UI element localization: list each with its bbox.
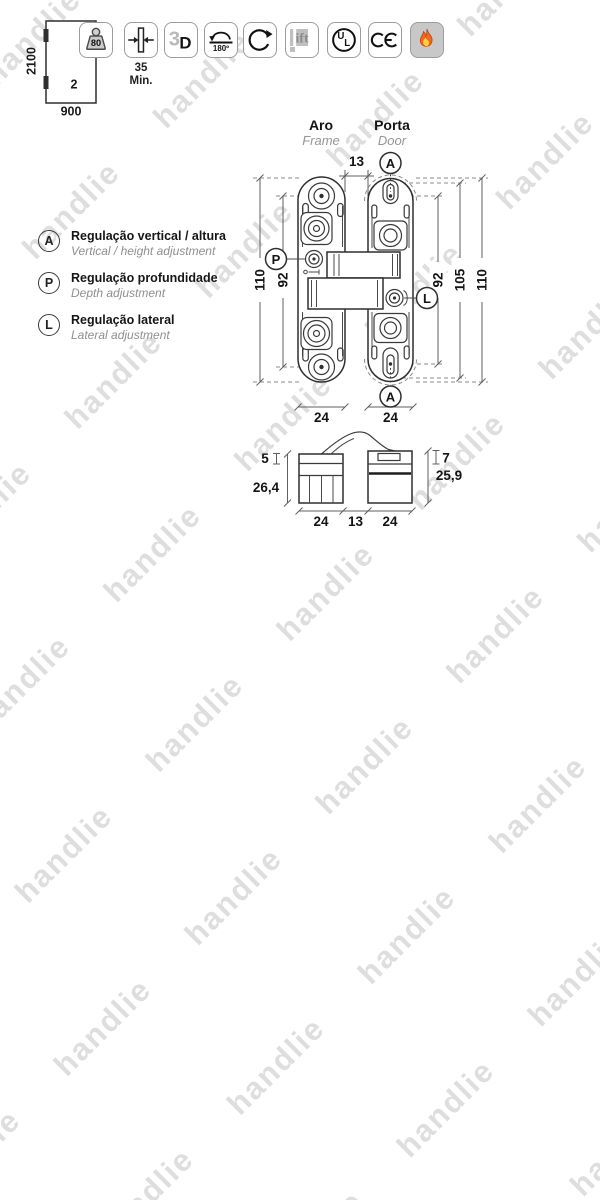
callout-depth: P: [264, 247, 305, 271]
d-glyph: D: [179, 33, 191, 52]
dim-section-left-height: 26,4: [253, 450, 292, 507]
dim-section-wright-label: 24: [382, 514, 398, 529]
legend-item-depth: P Regulação profundidade Depth adjustmen…: [38, 271, 226, 301]
callout-p: P: [272, 252, 281, 267]
linkage-drawing: [307, 251, 401, 310]
icon-box-ul: U L: [327, 22, 361, 58]
dim-frame-screw-spacing: 92: [274, 192, 312, 371]
cross-section-drawing: 5 26,4 7 25,9 24 13 24: [253, 431, 462, 529]
icon-box-fire: [410, 22, 444, 58]
callout-a-top: A: [386, 156, 396, 171]
min-thickness-icon: [128, 27, 154, 53]
dim-top-gap: 13: [339, 154, 374, 196]
dim-frame-screws-label: 92: [276, 272, 291, 287]
icon-box-ce: [368, 22, 402, 58]
adjustment-legend: A Regulação vertical / altura Vertical /…: [38, 229, 226, 355]
callout-l: L: [423, 291, 431, 306]
callout-lateral: L: [404, 286, 439, 310]
opening-angle-label: 180º: [213, 44, 229, 53]
technical-drawing: 2 2100 900 Aro Frame Porta Door 110 92 9…: [24, 20, 491, 529]
dim-door-range-label: 105: [453, 268, 468, 291]
badge-p: P: [38, 272, 60, 294]
ul-u-glyph: U: [337, 31, 344, 42]
legend-item-lateral: L Regulação lateral Lateral adjustment: [38, 313, 226, 343]
legend-depth-en: Depth adjustment: [71, 286, 166, 300]
dim-door-length: 110: [416, 174, 491, 386]
door-hinge-count: 2: [71, 77, 78, 91]
frame-title-en: Frame: [302, 133, 340, 148]
3d-adjustment-icon: 3 D: [169, 29, 192, 53]
ul-l-glyph: L: [344, 38, 350, 49]
min-thickness-caption: 35 Min.: [121, 62, 161, 88]
column-titles: Aro Frame Porta Door: [302, 117, 410, 148]
depth-indicator: [303, 269, 320, 275]
dim-frame-width: 24: [294, 403, 349, 425]
hinge-mark-icon: [43, 29, 49, 42]
callout-a-bottom: A: [386, 390, 396, 405]
door-width-label: 900: [61, 104, 82, 118]
badge-a: A: [38, 230, 60, 252]
door-title-pt: Porta: [374, 117, 410, 133]
opening-180-icon: 180º: [209, 31, 233, 53]
dim-frame-length: 110: [251, 174, 300, 386]
dim-frame-length-label: 110: [253, 269, 268, 291]
legend-lateral-en: Lateral adjustment: [71, 328, 170, 342]
dim-frame-width-label: 24: [314, 410, 330, 425]
icon-box-3d: 3 D: [164, 22, 198, 58]
dim-door-width-label: 24: [383, 410, 399, 425]
ul-cert-icon: U L: [332, 28, 356, 52]
dim-left-flange-label: 5: [261, 451, 269, 466]
dim-section-left-flange: 5: [261, 451, 280, 466]
dim-section-gap-label: 13: [348, 514, 364, 529]
rotation-icon: [248, 29, 273, 51]
callout-vertical-top: A: [379, 151, 402, 192]
icon-box-weight: 80: [79, 22, 113, 58]
dim-door-width: 24: [364, 403, 417, 425]
dim-right-height-label: 25,9: [436, 468, 462, 483]
dim-door-range: 105: [402, 179, 469, 382]
icon-box-reversible: [243, 22, 277, 58]
three-glyph: 3: [169, 29, 180, 51]
dim-right-flange-label: 7: [442, 451, 450, 466]
icon-box-min-thickness: [124, 22, 158, 58]
min-thickness-unit: Min.: [129, 75, 153, 88]
legend-depth-pt: Regulação profundidade: [71, 271, 218, 285]
door-plate-details: [373, 179, 408, 379]
legend-vertical-pt: Regulação vertical / altura: [71, 229, 226, 243]
icon-box-ift: ift: [285, 22, 319, 58]
door-title-en: Door: [378, 133, 407, 148]
door-height-label: 2100: [24, 47, 38, 75]
icon-box-180: 180º: [204, 22, 238, 58]
frame-plate-details: [300, 182, 336, 381]
ift-label: ift: [295, 32, 309, 47]
dim-section-wleft-label: 24: [313, 514, 329, 529]
legend-vertical-en: Vertical / height adjustment: [71, 244, 216, 258]
min-thickness-value: 35: [134, 62, 148, 74]
dim-section-right-height: 25,9: [424, 447, 462, 507]
frame-title-pt: Aro: [309, 117, 333, 133]
ift-cert-icon: ift: [290, 29, 309, 52]
dim-top-gap-label: 13: [349, 154, 365, 169]
dim-section-widths: 24 13 24: [295, 507, 416, 529]
ce-mark-icon: [370, 32, 397, 48]
badge-l: L: [38, 314, 60, 336]
legend-item-vertical: A Regulação vertical / altura Vertical /…: [38, 229, 226, 259]
fire-rating-icon: [419, 28, 433, 47]
legend-lateral-pt: Regulação lateral: [71, 313, 175, 327]
dim-section-right-flange: 7: [432, 450, 450, 466]
weight-value: 80: [91, 38, 101, 48]
hinge-mark-icon: [43, 76, 49, 89]
weight-80kg-icon: 80: [86, 27, 106, 50]
dim-door-length-label: 110: [475, 269, 490, 291]
callout-vertical-bottom: A: [379, 368, 402, 408]
dim-left-height-label: 26,4: [253, 480, 280, 495]
dim-door-slots-label: 92: [431, 272, 446, 287]
